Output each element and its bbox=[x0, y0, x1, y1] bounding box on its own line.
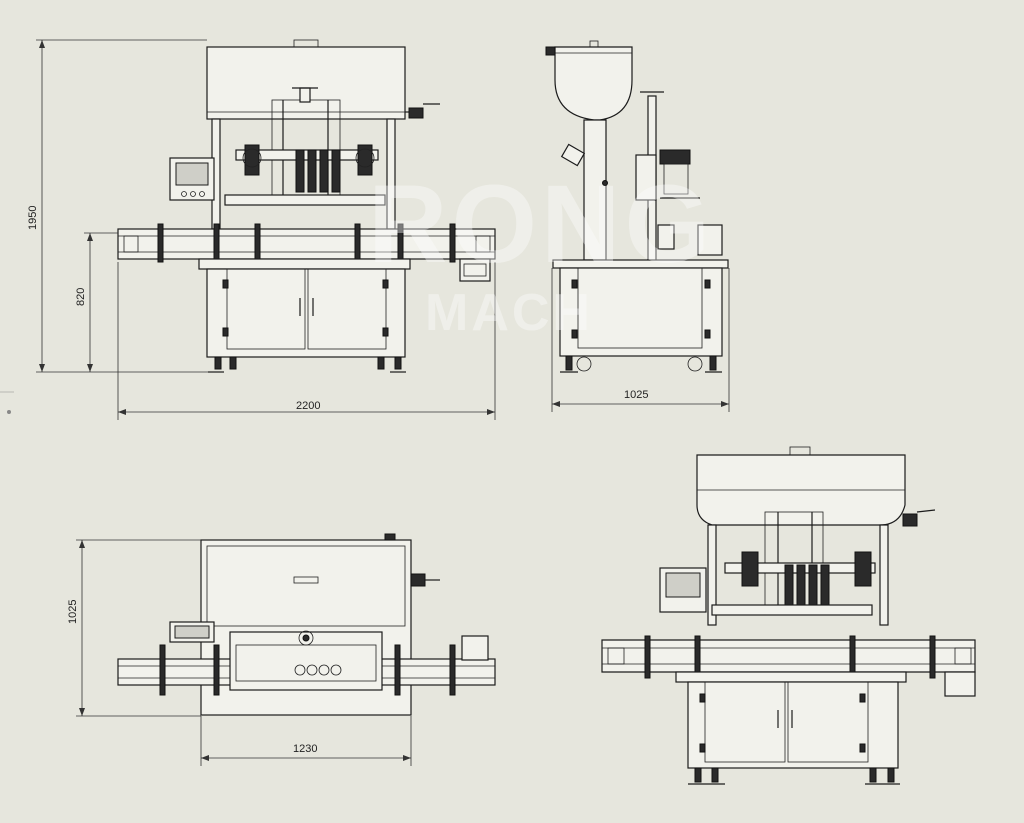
watermark: RONG MACH bbox=[368, 163, 714, 342]
front-conveyor-brackets bbox=[157, 223, 456, 263]
top-view: 1025 1230 bbox=[67, 533, 496, 766]
dimension-top-width: 1230 bbox=[293, 743, 317, 755]
dimension-front-height-table: 820 bbox=[75, 288, 87, 306]
side-view: 1025 bbox=[545, 40, 730, 412]
dimension-front-height-total: 1950 bbox=[27, 206, 39, 230]
watermark-logo-text: RONG bbox=[368, 163, 714, 286]
front-view: 1950 820 2200 bbox=[27, 39, 496, 420]
top-nozzles bbox=[294, 664, 342, 676]
dimension-side-width: 1025 bbox=[624, 389, 648, 401]
edge-marker bbox=[7, 410, 11, 414]
dimension-top-depth: 1025 bbox=[67, 600, 79, 624]
isometric-view bbox=[601, 446, 976, 785]
watermark-subtext: MACH bbox=[425, 284, 593, 342]
dimension-front-width: 2200 bbox=[296, 400, 320, 412]
front-nozzles bbox=[242, 144, 375, 193]
